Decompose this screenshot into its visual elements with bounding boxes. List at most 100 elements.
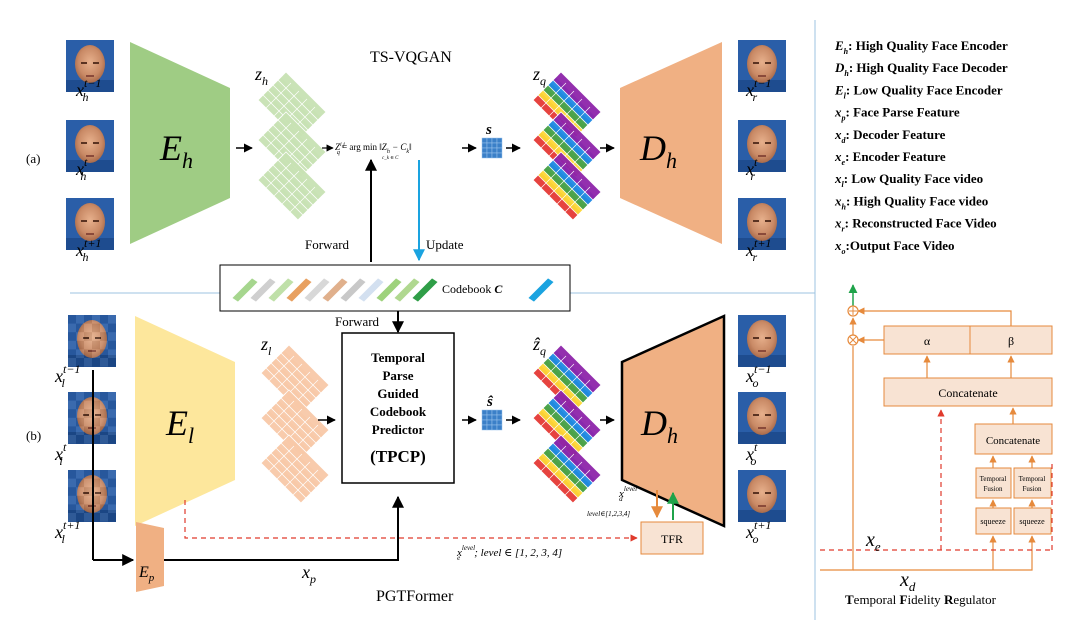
- level-set-label: level∈[1,2,3,4]: [587, 510, 630, 518]
- lq-frame-0: [68, 315, 116, 367]
- latent-zq-stacks: [532, 71, 602, 221]
- decoder-dh-bottom-label: Dh: [640, 403, 678, 448]
- legend-item-7: xh: High Quality Face video: [834, 193, 988, 211]
- arrow-ep-tpcp: [164, 495, 404, 561]
- latent-zh-label: zh: [254, 64, 268, 88]
- legend-item-0: Eh: High Quality Face Encoder: [834, 38, 1008, 56]
- latent-zl-label: zl: [260, 334, 272, 358]
- codebook-entry-9: [393, 277, 421, 303]
- codebook-entry-6: [339, 277, 367, 303]
- hq-frame-2: [66, 198, 114, 250]
- multiply-op-bar2: [849, 336, 857, 344]
- encoder-ep-block: [136, 522, 164, 592]
- index-s-label: s: [485, 122, 492, 138]
- zl-stack-1: [260, 344, 330, 414]
- codebook-entry-8: [375, 277, 403, 303]
- temporal-fusion-box-2: [1013, 467, 1052, 499]
- recon-frame-2: [738, 198, 786, 250]
- legend-item-9: xo:Output Face Video: [834, 238, 955, 256]
- codebook-entry-3: [285, 277, 313, 303]
- update-label: Update: [426, 237, 464, 252]
- codebook-entry-2: [267, 277, 295, 303]
- legend-item-4: xd: Decoder Feature: [834, 127, 946, 145]
- codebook-entry-1: [249, 277, 277, 303]
- decoder-dh-bottom-block: [620, 314, 726, 528]
- concatenate-top-label: Concatenate: [938, 386, 997, 400]
- wire-xd-main: [820, 346, 854, 571]
- top-title: TS-VQGAN: [370, 49, 452, 66]
- index-shat-label: ŝ: [486, 394, 494, 410]
- latent-zqhat-label: ẑq: [532, 334, 546, 358]
- tpcp-title: Temporal Parse Guided Codebook Predictor…: [370, 350, 427, 466]
- out-frame-2: [738, 470, 786, 522]
- tpcp-line-1: Temporal: [371, 350, 425, 365]
- index-grid-shat: [481, 409, 503, 431]
- recon-frame-0: [738, 40, 786, 92]
- codebook-entry-7: [357, 277, 385, 303]
- tfr-detail-panel: α β Concatenate Concatenate Temporal Fus…: [820, 284, 1053, 607]
- decoder-dh-top-block: [620, 42, 722, 244]
- tfr-box-label: TFR: [661, 532, 683, 546]
- codebook-entry-4: [303, 277, 331, 303]
- legend-item-3: xp: Face Parse Feature: [834, 105, 960, 123]
- encoder-ep-label: Ep: [138, 564, 155, 584]
- codebook-entry-5: [321, 277, 349, 303]
- tpcp-line-4: Codebook: [370, 404, 427, 419]
- encoder-feature-path: [184, 500, 638, 542]
- out-frame-1: [738, 392, 786, 444]
- concatenate-inner-box: [974, 423, 1053, 455]
- temporal-fusion-1-line2: Fusion: [983, 485, 1003, 493]
- tfr-box: [640, 521, 704, 555]
- quantize-formula-under: c_k ∈ C: [382, 156, 399, 161]
- codebook-label: Codebook C: [442, 282, 503, 296]
- latent-zh-stacks: [257, 71, 327, 221]
- encoder-eh-block: [130, 42, 230, 244]
- zh-stack-3: [257, 151, 327, 221]
- squeeze-box-2: [1013, 507, 1052, 535]
- zl-stack-3: [260, 434, 330, 504]
- forward-up-label: Forward: [305, 237, 350, 252]
- hq-frame-1: [66, 120, 114, 172]
- squeeze-box-1: [975, 507, 1012, 535]
- concatenate-inner-label: Concatenate: [986, 435, 1040, 447]
- latent-zqhat-stacks: [532, 344, 602, 504]
- forward-down-label: Forward: [335, 314, 380, 329]
- legend-item-2: El: Low Quality Face Encoder: [834, 82, 1003, 100]
- zq-stack-3: [532, 151, 602, 221]
- latent-zq-label: zq: [532, 64, 546, 88]
- zqhat-stack-3: [532, 434, 602, 504]
- out-frame-0: [738, 315, 786, 367]
- decoder-dh-top-label: Dh: [639, 128, 677, 173]
- zq-stack-1: [532, 71, 602, 141]
- zqhat-stack-1: [532, 344, 602, 414]
- zh-stack-2: [257, 111, 327, 181]
- shat-grid-cells: [481, 409, 503, 431]
- concatenate-top-box: [883, 377, 1053, 407]
- legend-item-5: xe: Encoder Feature: [834, 149, 946, 167]
- temporal-fusion-2-line1: Temporal: [1019, 475, 1046, 483]
- tfr-panel-title: Temporal Fidelity Regulator: [845, 592, 997, 607]
- temporal-fusion-2-line2: Fusion: [1022, 485, 1042, 493]
- codebook-entries: [231, 277, 555, 303]
- codebook-entry-10: [411, 277, 439, 303]
- temporal-fusion-box-1: [975, 467, 1012, 499]
- tpcp-line-5: Predictor: [372, 422, 425, 437]
- tpcp-abbr: (TPCP): [370, 447, 426, 466]
- tpcp-line-3: Guided: [377, 386, 419, 401]
- wire-beta-add: [857, 307, 1012, 326]
